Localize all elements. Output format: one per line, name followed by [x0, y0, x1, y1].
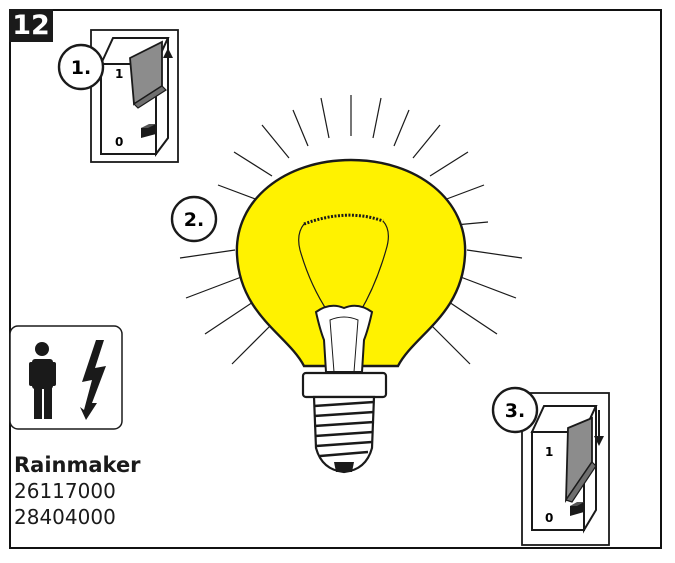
wall-switch-icon: 1 0 [101, 38, 173, 154]
switch-mark-on: 1 [545, 445, 553, 459]
callout-3-label: 3. [505, 400, 525, 422]
switch-mark-off: 0 [115, 135, 123, 149]
switch-panel-on: 1 0 [91, 30, 178, 162]
product-info: Rainmaker 26117000 28404000 [14, 452, 141, 530]
electrical-hazard-warning [10, 326, 122, 429]
light-bulb-icon [237, 160, 465, 472]
product-code: 28404000 [14, 504, 141, 530]
switch-mark-on: 1 [115, 67, 123, 81]
callout-2-label: 2. [184, 209, 204, 231]
product-name: Rainmaker [14, 452, 141, 478]
callout-1-label: 1. [71, 57, 91, 79]
switch-mark-off: 0 [545, 511, 553, 525]
callout-2: 2. [172, 197, 216, 241]
callout-1: 1. [59, 45, 103, 89]
product-code: 26117000 [14, 478, 141, 504]
callout-3: 3. [493, 388, 537, 432]
wall-switch-icon: 1 0 [532, 406, 604, 530]
